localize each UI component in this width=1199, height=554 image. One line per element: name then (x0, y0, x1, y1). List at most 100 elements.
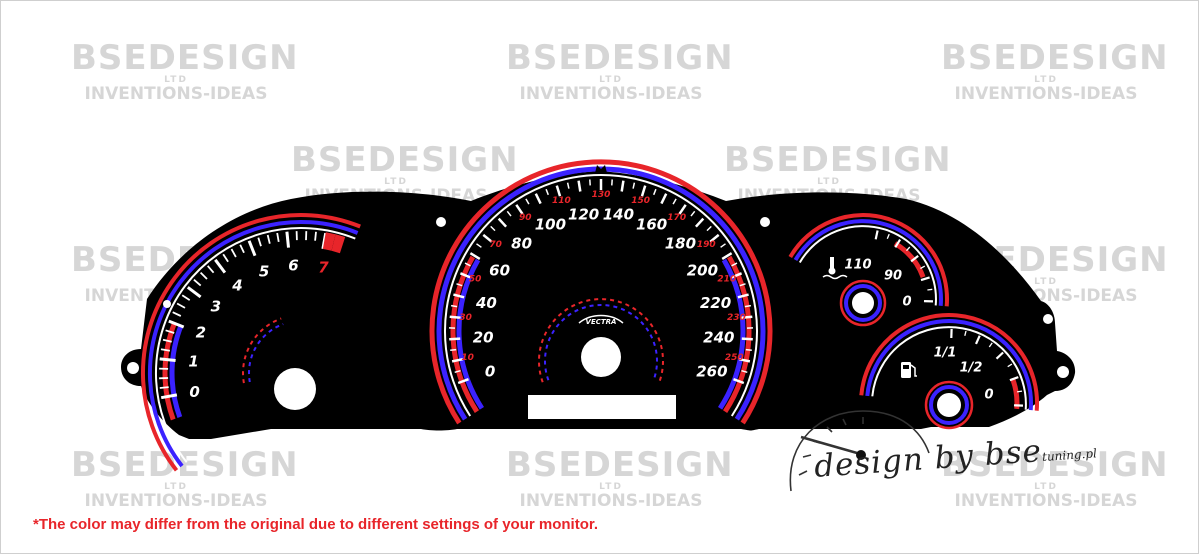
speedo-major-label: 40 (475, 294, 497, 312)
temp-label: 0 (902, 295, 911, 310)
watermark-line3: INVENTIONS-IDEAS (519, 84, 703, 104)
fuel-hub-blue-ring (929, 385, 969, 425)
thermo-stem (830, 257, 834, 269)
minor-tick (720, 243, 726, 248)
watermark-line2: LTD (817, 177, 841, 187)
minor-tick (920, 265, 926, 270)
major-tick (733, 378, 745, 385)
major-tick (515, 204, 524, 215)
watermark-line1: BSEDESIGN (291, 140, 519, 180)
fuel-red-zone (1010, 378, 1020, 410)
speedo-major-label: 80 (511, 235, 532, 253)
major-tick (995, 351, 1004, 360)
major-tick (874, 230, 879, 240)
fuel-outer-red-arc (859, 312, 1040, 411)
major-tick (453, 293, 465, 299)
minor-tick (314, 231, 317, 241)
minor-tick (706, 225, 712, 232)
vectra-badge: VECTRA (586, 318, 617, 326)
minor-tick (632, 182, 636, 189)
watermark-line3: INVENTIONS-IDEAS (954, 491, 1138, 511)
fuel-label: 1/1 (934, 346, 957, 361)
fuel-gauge: 1/11/20 (859, 312, 1040, 430)
minor-tick (653, 188, 657, 196)
watermark-line1: BSEDESIGN (724, 140, 952, 180)
minor-tick (927, 288, 933, 291)
speedo-dashed-red (538, 298, 664, 383)
major-tick (709, 233, 720, 243)
major-tick (737, 293, 749, 299)
major-tick (482, 233, 493, 243)
coolant-temperature-icon (822, 257, 848, 280)
fuel-needle-hub (937, 393, 961, 417)
pump-hose (910, 364, 917, 377)
speedo-minor-label: 90 (519, 213, 532, 223)
fuel-blue-arc (865, 319, 1034, 411)
watermark-line3: INVENTIONS-IDEAS (519, 491, 703, 511)
speedo-major-label: 240 (703, 328, 734, 346)
watermark-line3: INVENTIONS-IDEAS (84, 491, 268, 511)
minor-tick (160, 348, 171, 352)
mounting-dot (1043, 314, 1053, 324)
tach-label: 2 (196, 324, 206, 342)
major-tick (459, 272, 472, 279)
tach-label: 4 (231, 277, 242, 295)
speedo-major-label: 200 (687, 262, 718, 280)
major-tick (620, 180, 625, 192)
speedo-major-label: 0 (485, 362, 495, 380)
minor-tick (159, 386, 169, 389)
major-tick (577, 180, 582, 192)
minor-tick (476, 243, 482, 248)
minor-tick (566, 182, 570, 189)
sketch-hub (856, 450, 866, 460)
minor-tick (744, 304, 752, 308)
major-tick (1009, 376, 1019, 382)
watermark-line1: BSEDESIGN (941, 38, 1169, 78)
major-tick (159, 357, 176, 362)
major-tick (640, 185, 647, 197)
tach-needle-hub (274, 368, 316, 410)
monitor-color-disclaimer: *The color may differ from the original … (33, 516, 599, 533)
major-tick (451, 357, 464, 363)
minor-tick (193, 279, 202, 287)
minor-tick (239, 244, 245, 254)
major-tick (469, 252, 481, 260)
minor-tick (199, 271, 208, 280)
watermark-line1: BSEDESIGN (71, 38, 299, 78)
temp-blue-arc (793, 219, 943, 306)
watermark-line1: BSEDESIGN (506, 38, 734, 78)
minor-tick (988, 342, 993, 348)
major-tick (694, 217, 705, 228)
mounting-dot (163, 300, 171, 308)
watermark-line2: LTD (1034, 482, 1058, 492)
speedo-minor-label: 250 (725, 353, 744, 363)
tach-label: 0 (189, 383, 199, 401)
major-tick (974, 335, 981, 345)
minor-tick (165, 329, 175, 334)
minor-tick (1007, 363, 1013, 368)
tach-blue-arc (147, 219, 359, 468)
major-tick (555, 185, 562, 197)
fuel-hub-red-ring (924, 380, 974, 430)
major-tick (894, 239, 902, 248)
sketch-arc (789, 410, 930, 492)
mounting-hole-left (127, 362, 139, 374)
odometer-display (528, 395, 676, 419)
watermark-line2: LTD (599, 75, 623, 85)
major-tick (678, 204, 687, 215)
watermark-line2: LTD (164, 482, 188, 492)
speedo-needle-hub (581, 337, 621, 377)
minor-tick (886, 233, 890, 239)
gauge-sketch-logo (789, 410, 930, 492)
thermo-bulb (828, 267, 836, 275)
minor-tick (181, 294, 191, 301)
